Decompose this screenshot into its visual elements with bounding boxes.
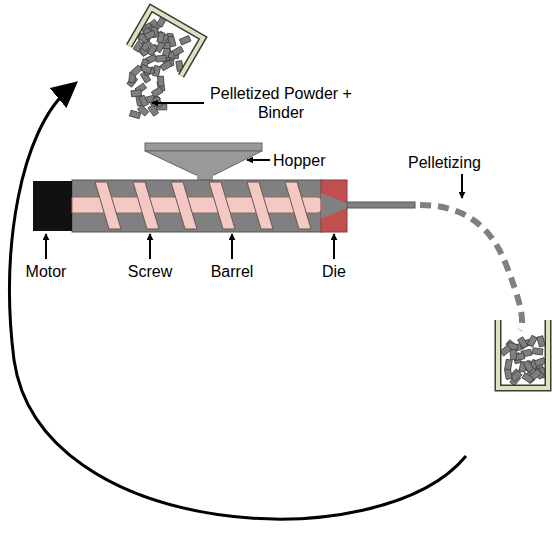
pellet: [534, 358, 545, 367]
part-label: Barrel: [192, 262, 272, 281]
label-holder: Barrel: [192, 262, 272, 281]
label-holder: Die: [294, 262, 374, 281]
label-holder: Hopper: [273, 151, 343, 170]
pellet: [160, 61, 172, 71]
pellet: [139, 95, 149, 107]
pellet: [537, 336, 545, 347]
extruded-strand: [347, 202, 415, 208]
pellet: [527, 335, 537, 347]
pellet: [518, 337, 528, 349]
bin-wall-outline: [129, 8, 203, 76]
label-holder: Motor: [6, 262, 86, 281]
bin-pellets: [127, 9, 202, 80]
motor: [33, 181, 72, 231]
pellet: [523, 360, 533, 372]
part-label: Motor: [6, 262, 86, 281]
hopper: [145, 143, 262, 182]
screw-flight: [133, 182, 159, 229]
pellet: [500, 345, 512, 356]
screw-flight: [95, 182, 121, 229]
pellet: [156, 55, 167, 62]
part-label: Pelletizing: [408, 153, 518, 172]
screw-flight: [171, 182, 197, 229]
pellet: [144, 30, 156, 40]
falling-pellets: [127, 59, 167, 119]
part-label: Hopper: [273, 151, 343, 170]
screw-flight: [247, 182, 273, 229]
pellet: [505, 359, 513, 370]
label-holder: Pelletized Powder + Binder: [206, 84, 356, 122]
label-holder: Pelletizing: [408, 153, 518, 172]
pellet: [157, 76, 164, 86]
pellet: [131, 65, 142, 76]
pellet: [504, 368, 512, 379]
bin-wall: [129, 8, 203, 76]
cut-pellets: [420, 205, 522, 330]
collecting-bin: [498, 320, 548, 388]
pellet: [172, 46, 184, 56]
pellet: [510, 349, 517, 359]
pellet: [131, 90, 142, 97]
label-holder: Screw: [110, 262, 190, 281]
pellet: [532, 348, 543, 355]
screw-flight: [285, 182, 311, 229]
pellet: [153, 96, 163, 108]
die: [321, 180, 347, 232]
pellet: [522, 373, 534, 384]
cycle-arrow: [10, 88, 466, 519]
leader-arrows: [46, 103, 462, 259]
screw-flight: [209, 182, 235, 229]
part-label: Pelletized Powder + Binder: [206, 84, 356, 122]
screw-flights: [95, 182, 311, 229]
pellet: [179, 36, 191, 45]
pellet: [147, 44, 157, 56]
pellet: [129, 110, 140, 118]
part-label: Screw: [110, 262, 190, 281]
pouring-bin: [126, 8, 203, 81]
pellet: [151, 87, 163, 97]
part-label: Die: [294, 262, 374, 281]
